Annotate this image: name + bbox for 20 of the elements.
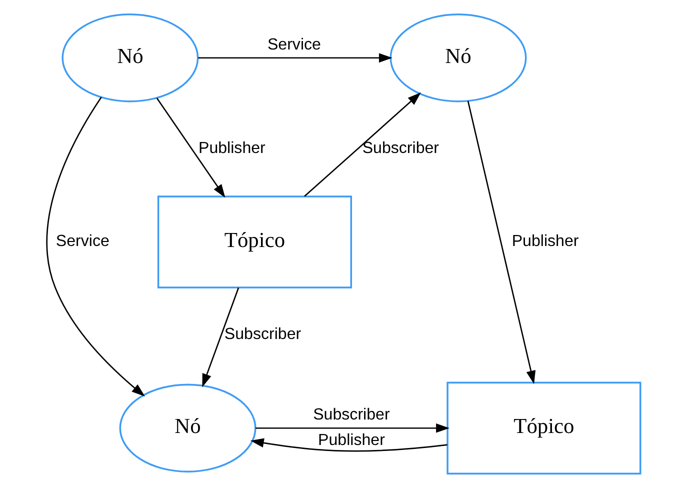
edge-label: Publisher [198, 138, 265, 157]
arrow [156, 97, 225, 198]
node-box: Tópico [156, 195, 352, 288]
arrow [250, 438, 447, 452]
edge-label: Service [55, 232, 109, 250]
arrow [198, 52, 392, 62]
node-box: Tópico [446, 381, 641, 474]
edge-label: Publisher [318, 430, 384, 448]
arrow [46, 96, 144, 396]
arrow [255, 422, 449, 432]
arrow [466, 100, 536, 384]
arrow [202, 287, 239, 387]
edge-label: Service [266, 34, 320, 53]
arrow [304, 92, 420, 196]
edge-label: Publisher [511, 232, 578, 250]
edge-label: Subscriber [312, 405, 390, 424]
edge-label: Subscriber [362, 138, 439, 157]
edge-label: Subscriber [224, 324, 301, 343]
node-ellipse: Nó [389, 12, 526, 102]
node-ellipse: Nó [61, 12, 198, 102]
